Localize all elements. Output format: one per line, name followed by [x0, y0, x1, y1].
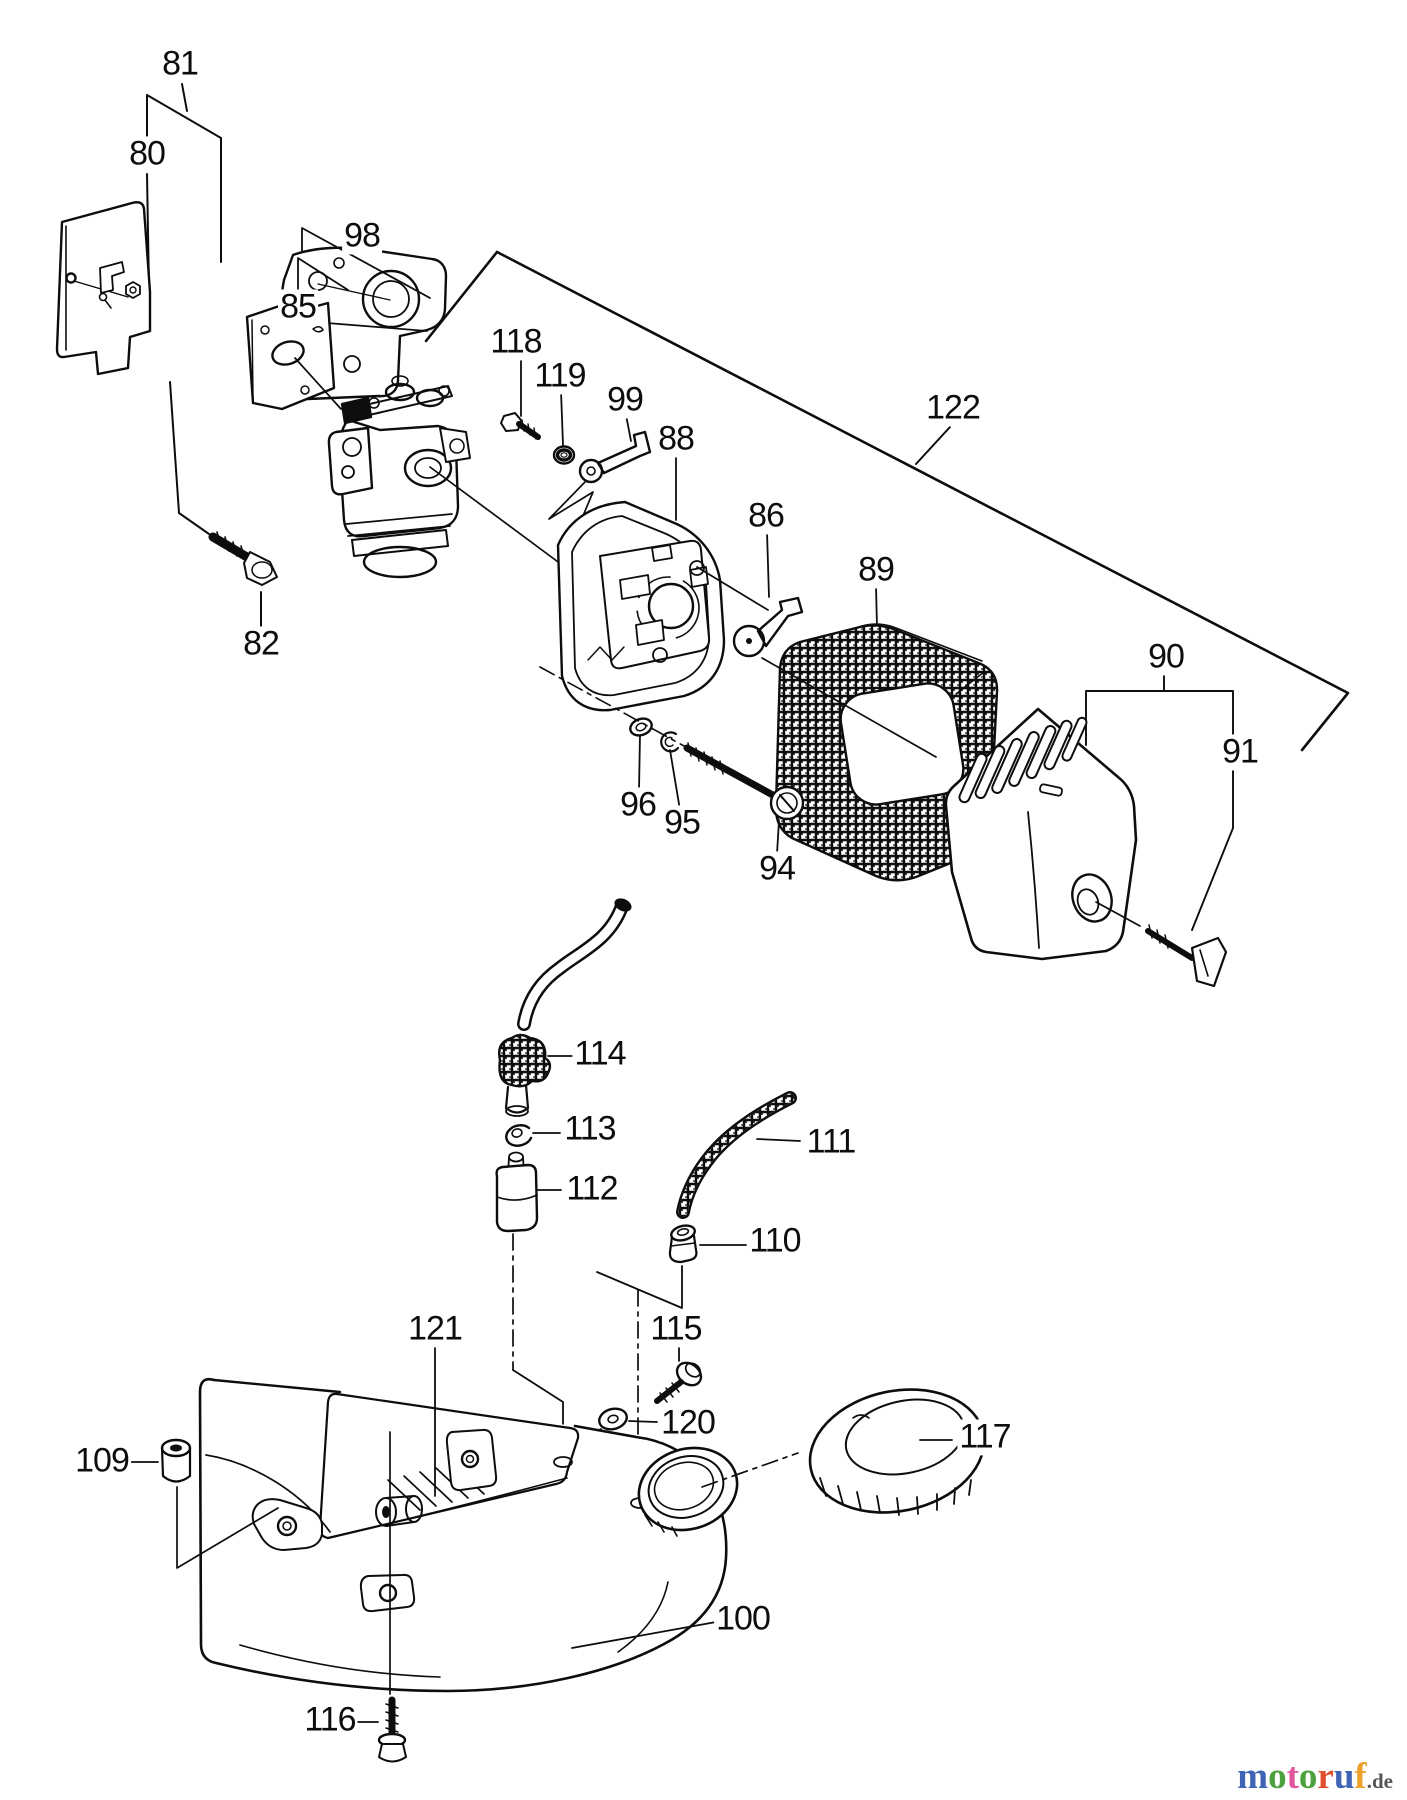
logo-suffix: .de: [1366, 1769, 1393, 1793]
cover-screw-91: [1145, 924, 1228, 988]
logo-letter: o: [1268, 1756, 1287, 1797]
logo-letter: u: [1333, 1756, 1355, 1797]
fuel-tank: [198, 1377, 739, 1693]
air-cleaner-cover: [944, 674, 1234, 961]
screw-115: [654, 1345, 703, 1404]
bolt-82: [208, 531, 278, 586]
screw-118: [500, 357, 541, 440]
logo-letter: f: [1354, 1756, 1367, 1797]
heat-shield-plate: [55, 201, 152, 376]
carburetor-gasket-85: [245, 227, 431, 411]
logo-letter: r: [1317, 1756, 1334, 1797]
logo-letter: o: [1298, 1756, 1318, 1797]
bolt-94-washers: [539, 666, 805, 855]
fuel-hose-111: [676, 1091, 801, 1219]
retainer-ring-113: [505, 1124, 561, 1147]
logo-letter: m: [1237, 1756, 1269, 1797]
screw-116: [357, 1431, 407, 1763]
logo-letter: t: [1286, 1756, 1299, 1797]
assembly-bracket-122: [424, 250, 1350, 752]
fuel-filter-112: [495, 1151, 564, 1457]
washer-119: [552, 390, 576, 465]
motoruf-logo: motoruf.de: [1237, 1755, 1393, 1798]
leader-lines-81-80-82: [146, 83, 262, 628]
carburetor: [327, 375, 578, 579]
air-cleaner-base: [556, 455, 769, 712]
fuel-cap-117: [701, 1388, 986, 1516]
tank-grommet-109: [129, 1438, 279, 1569]
fuel-pipe-114: [498, 898, 632, 1117]
choke-knob-86: [732, 531, 804, 658]
